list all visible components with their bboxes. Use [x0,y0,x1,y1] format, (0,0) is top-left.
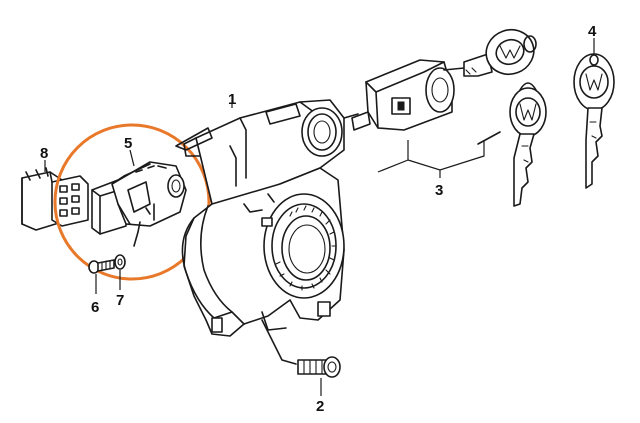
vw-logo-icon [499,45,521,59]
part-screw[interactable] [88,259,115,274]
label-5: 5 [124,135,132,152]
part-ignition-switch[interactable] [91,161,187,247]
leader-3-bracket [377,140,485,178]
leader-5 [129,149,135,167]
part-lock-washer[interactable] [114,254,126,270]
part-connector[interactable] [21,167,89,231]
highlight-circle [53,123,211,281]
part-key-a[interactable] [463,23,540,81]
label-2: 2 [316,398,324,415]
part-lock-cylinder[interactable] [343,59,475,131]
vw-logo-icon-2 [519,103,537,121]
label-7: 7 [116,292,124,309]
label-8: 8 [40,145,48,162]
part-bolt[interactable] [261,319,341,378]
label-3: 3 [435,182,443,199]
part-housing[interactable] [175,99,345,337]
part-key-b[interactable] [477,82,547,207]
label-4: 4 [588,23,597,40]
label-1: 1 [228,91,236,108]
vw-logo-icon-3 [585,73,603,91]
part-key-c[interactable] [573,53,615,189]
label-6: 6 [91,299,99,316]
